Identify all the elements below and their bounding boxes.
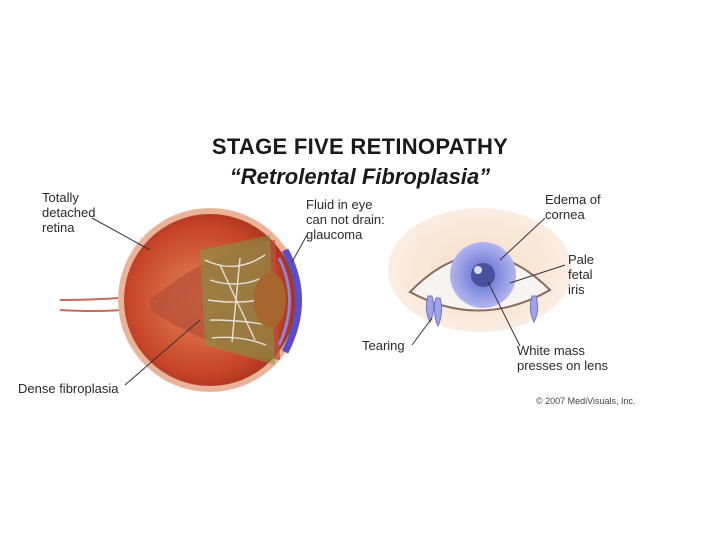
leader-lines [91,217,566,386]
fibroplasia-mass [200,235,275,365]
label-tearing: Tearing [362,338,405,353]
label-edema-of-cornea: Edema of cornea [545,192,601,222]
label-dense-fibroplasia: Dense fibroplasia [18,381,119,396]
label-totally-detached-retina: Totally detached retina [42,190,96,235]
copyright-credit: © 2007 MediVisuals, Inc. [536,396,636,406]
label-white-mass: White mass presses on lens [517,343,609,373]
diagram-title: STAGE FIVE RETINOPATHY [211,134,509,159]
diagram-subtitle: “Retrolental Fibroplasia” [229,164,491,189]
tears [425,295,539,328]
label-fluid-in-eye: Fluid in eye can not drain: glaucoma [306,197,385,242]
label-pale-fetal-iris: Pale fetal iris [568,252,595,297]
pupil [471,263,495,287]
eyeball-cross-section [59,208,302,392]
external-eye [388,208,572,332]
cornea [281,248,302,354]
lens [254,272,286,328]
